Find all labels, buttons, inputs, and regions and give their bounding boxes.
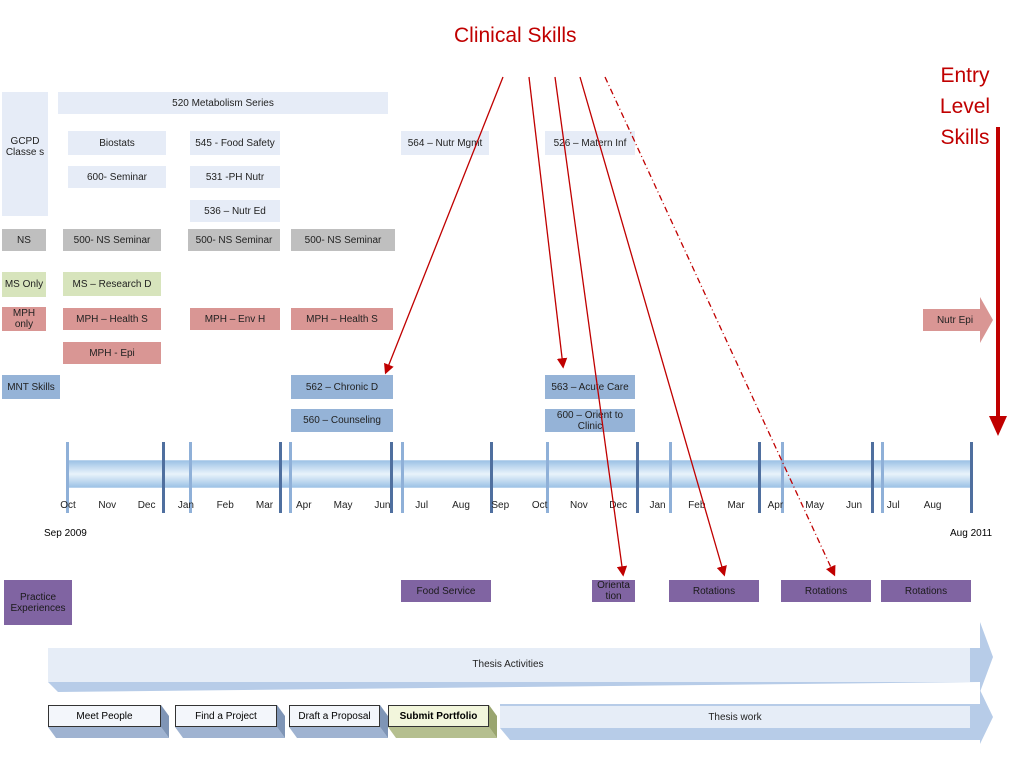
month-label: Oct [60, 500, 76, 511]
practice-rotations-3: Rotations [881, 580, 971, 602]
course-chronic-d: 562 – Chronic D [291, 375, 393, 399]
timeline-tick [289, 442, 292, 513]
course-orient-clinic: 600 – Orient to Clinic [545, 409, 635, 432]
course-acute-care: 563 – Acute Care [545, 375, 635, 399]
month-label: Feb [688, 500, 706, 511]
course-nutr-ed: 536 – Nutr Ed [190, 200, 280, 222]
month-label: Jun [374, 500, 391, 511]
course-metabolism: 520 Metabolism Series [58, 92, 388, 114]
entry-word: Entry [940, 64, 990, 87]
row-label-ms: MS Only [2, 272, 46, 297]
course-matern-inf: 526 – Matern Inf [545, 131, 635, 155]
month-label: Nov [569, 500, 588, 511]
month-label: Oct [531, 500, 548, 511]
step-meet-people: Meet People [48, 705, 161, 727]
level-word: Level [939, 95, 991, 118]
row-label-mph: MPH only [2, 307, 46, 331]
practice-rotations-1: Rotations [669, 580, 759, 602]
course-epi: MPH - Epi [63, 342, 161, 364]
course-health-s-1: MPH – Health S [63, 308, 161, 330]
course-env-h: MPH – Env H [190, 308, 280, 330]
row-label-gcpd: GCPD Classe s [2, 92, 48, 216]
row-label-ns: NS [2, 229, 46, 251]
month-label: Mar [727, 500, 745, 511]
timeline-tick [871, 442, 874, 513]
thesis-activities-label: Thesis Activities [472, 658, 544, 670]
course-ns-seminar-1: 500- NS Seminar [63, 229, 161, 251]
course-research-d: MS – Research D [63, 272, 161, 296]
thesis-work-label: Thesis work [708, 711, 762, 723]
step-draft-proposal: Draft a Proposal [289, 705, 380, 727]
practice-rotations-2: Rotations [781, 580, 871, 602]
course-health-s-2: MPH – Health S [291, 308, 393, 330]
timeline-start-label: Sep 2009 [44, 528, 87, 539]
month-label: Aug [452, 500, 470, 511]
month-label: Jan [649, 500, 666, 511]
timeline-tick [66, 442, 69, 513]
timeline-tick [279, 442, 282, 513]
month-label: Nov [98, 500, 117, 511]
entry-level-skills-title: Entry Level Skills [930, 60, 1000, 153]
timeline-tick [546, 442, 549, 513]
clinical-skills-title: Clinical Skills [454, 24, 577, 47]
month-label: Sep [491, 500, 510, 511]
month-label: Jan [177, 500, 194, 511]
course-biostats: Biostats [68, 131, 166, 155]
month-label: Jun [845, 500, 863, 511]
month-label: May [333, 500, 353, 511]
skills-word: Skills [940, 126, 990, 149]
course-food-safety: 545 - Food Safety [190, 131, 280, 155]
month-label: Mar [255, 500, 274, 511]
timeline-tick [490, 442, 493, 513]
course-counseling: 560 – Counseling [291, 409, 393, 432]
timeline-tick [881, 442, 884, 513]
month-label: Feb [216, 500, 234, 511]
timeline-tick [162, 442, 165, 513]
course-ns-seminar-2: 500- NS Seminar [188, 229, 280, 251]
course-ns-seminar-3: 500- NS Seminar [291, 229, 395, 251]
timeline-bar [66, 460, 972, 488]
month-label: Dec [137, 500, 156, 511]
row-label-practice: Practice Experiences [4, 580, 72, 625]
course-seminar-600: 600- Seminar [68, 166, 166, 188]
timeline-tick [970, 442, 973, 513]
month-label: Jul [415, 500, 429, 511]
course-nutr-mgmt: 564 – Nutr Mgmt [401, 131, 489, 155]
course-ph-nutr: 531 -PH Nutr [190, 166, 280, 188]
month-label: Apr [767, 500, 784, 511]
timeline-tick [390, 442, 393, 513]
month-label: Jul [886, 500, 900, 511]
month-label: Dec [609, 500, 628, 511]
month-label: Apr [296, 500, 312, 511]
timeline-tick [401, 442, 404, 513]
course-nutr-epi: Nutr Epi [936, 314, 974, 326]
month-label: May [805, 500, 825, 511]
step-submit-portfolio: Submit Portfolio [388, 705, 489, 727]
practice-orientation: Orienta tion [592, 580, 635, 602]
practice-food-service: Food Service [401, 580, 491, 602]
timeline-end-label: Aug 2011 [950, 528, 993, 539]
row-label-mnt: MNT Skills [2, 375, 60, 399]
timeline-tick [189, 442, 192, 513]
step-find-project: Find a Project [175, 705, 277, 727]
month-label: Aug [923, 500, 942, 511]
